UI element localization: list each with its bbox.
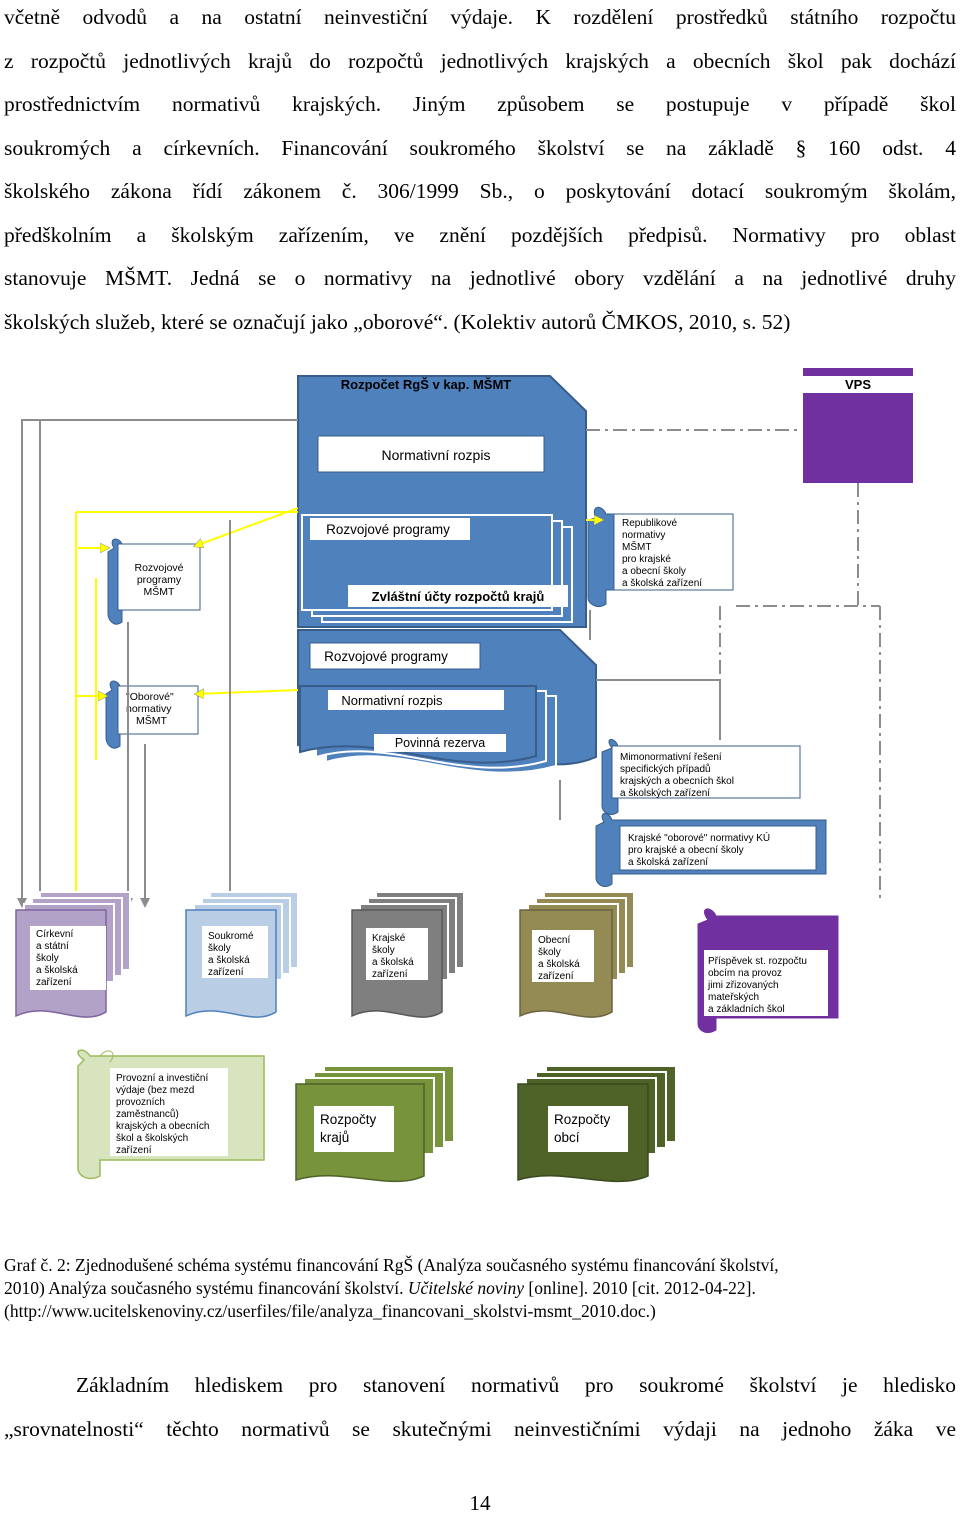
republikove-normativy-box: Republikové normativy MŠMT pro krajské a… — [587, 506, 734, 607]
svg-text:normativy: normativy — [622, 530, 665, 541]
svg-text:a základních škol: a základních škol — [708, 1004, 785, 1015]
svg-text:Provozní a investiční: Provozní a investiční — [116, 1073, 208, 1084]
provozni-vydaje-doc: Provozní a investiční výdaje (bez mezd p… — [77, 1049, 265, 1180]
mimonormativni-box: Mimonormativní řešení specifických přípa… — [601, 739, 801, 815]
svg-text:Rozpočty: Rozpočty — [320, 1112, 377, 1127]
svg-text:Republikové: Republikové — [622, 518, 677, 529]
obecni-skoly-doc: Obecní školy a školská zařízení — [519, 891, 635, 1018]
svg-text:"Oborové": "Oborové" — [126, 691, 174, 703]
svg-text:zaměstnanců): zaměstnanců) — [116, 1108, 179, 1120]
svg-text:a školská: a školská — [36, 965, 78, 976]
svg-text:Zvláštní účty rozpočtů krajů: Zvláštní účty rozpočtů krajů — [372, 589, 545, 604]
caption-line: (http://www.ucitelskenoviny.cz/userfiles… — [4, 1301, 656, 1321]
top-paragraph: včetně odvodů a na ostatní neinvestiční … — [4, 0, 956, 344]
svg-text:Mimonormativní řešení: Mimonormativní řešení — [620, 752, 722, 763]
svg-text:Rozvojové: Rozvojové — [134, 562, 183, 574]
svg-text:zařízení: zařízení — [36, 977, 72, 988]
svg-text:Církevní: Církevní — [36, 929, 73, 940]
svg-text:krajů: krajů — [320, 1130, 349, 1145]
text-line: z rozpočtů jednotlivých krajů do rozpočt… — [4, 48, 956, 73]
financing-diagram: Rozpočet RgŠ v kap. MŠMT Normativní rozp… — [15, 368, 913, 1183]
figure-caption: Graf č. 2: Zjednodušené schéma systému f… — [4, 1254, 956, 1323]
rozpocty-kraju-doc: Rozpočty krajů — [295, 1065, 455, 1183]
text-line: školského zákona řídí zákonem č. 306/199… — [4, 179, 956, 203]
svg-text:a státní: a státní — [36, 941, 69, 952]
svg-text:Rozpočty: Rozpočty — [554, 1112, 611, 1127]
normativni-rozpis-mid-stack: Normativní rozpis Povinná rezerva — [299, 685, 557, 774]
svg-text:MŠMT: MŠMT — [136, 714, 167, 727]
text-line: Základním hlediskem pro stanovení normat… — [76, 1373, 956, 1397]
text-line: stanovuje MŠMT. Jedná se o normativy na … — [4, 266, 956, 290]
soukrome-skoly-doc: Soukromé školy a školská zařízení — [185, 891, 299, 1018]
zvlastni-ucty-stack: Rozvojové programy Zvláštní účty rozpočt… — [301, 514, 573, 623]
svg-text:normativy: normativy — [126, 703, 172, 715]
yellow-lines — [75, 511, 298, 910]
vps-box: VPS — [803, 368, 913, 483]
text-line: včetně odvodů a na ostatní neinvestiční … — [4, 5, 956, 29]
yellow-arrows — [76, 507, 602, 696]
svg-text:školy: školy — [36, 953, 59, 964]
svg-text:Krajské "oborové" normativy KÚ: Krajské "oborové" normativy KÚ — [628, 831, 770, 844]
svg-text:Obecní: Obecní — [538, 935, 570, 946]
rozvojove-programy-msmt-box: Rozvojové programy MŠMT — [107, 538, 201, 625]
oborove-normativy-msmt-box: "Oborové" normativy MŠMT — [105, 680, 199, 749]
svg-text:a obecní školy: a obecní školy — [622, 566, 686, 577]
svg-text:a školských zařízení: a školských zařízení — [620, 788, 710, 799]
svg-text:mateřských: mateřských — [708, 992, 759, 1003]
svg-text:školy: školy — [208, 943, 231, 954]
svg-text:Rozvojové programy: Rozvojové programy — [326, 522, 450, 537]
svg-text:výdaje (bez mezd: výdaje (bez mezd — [116, 1085, 194, 1096]
header-left-label: Rozpočet RgŠ v kap. MŠMT — [341, 377, 512, 392]
normativni-rozpis-top-box: Normativní rozpis — [317, 435, 545, 473]
svg-text:MŠMT: MŠMT — [144, 585, 175, 598]
svg-text:a školská: a školská — [372, 957, 414, 968]
svg-text:a školská zařízení: a školská zařízení — [622, 578, 702, 589]
svg-text:zařízení: zařízení — [538, 971, 574, 982]
svg-text:škol a školských: škol a školských — [116, 1133, 188, 1144]
svg-text:zařízení: zařízení — [372, 969, 408, 980]
svg-text:Rozvojové programy: Rozvojové programy — [324, 649, 448, 664]
header-right-label: VPS — [845, 377, 871, 392]
svg-text:MŠMT: MŠMT — [622, 540, 651, 553]
svg-text:pro krajské a obecní školy: pro krajské a obecní školy — [628, 845, 744, 856]
svg-text:programy: programy — [137, 574, 182, 586]
text-line: školských služeb, které se označují jako… — [4, 309, 791, 334]
cirkevni-skoly-doc: Církevní a státní školy a školská zaříze… — [15, 891, 131, 1018]
svg-text:Krajské: Krajské — [372, 933, 406, 944]
svg-text:pro krajské: pro krajské — [622, 554, 671, 565]
text-line: „srovnatelnosti“ těchto normativů se sku… — [4, 1416, 956, 1441]
krajske-skoly-doc: Krajské školy a školská zařízení — [351, 891, 465, 1018]
svg-text:zařízení: zařízení — [208, 967, 244, 978]
text-line: soukromých a církevních. Financování sou… — [4, 135, 956, 160]
svg-text:krajských a obecních: krajských a obecních — [116, 1121, 209, 1132]
svg-text:zařízení: zařízení — [116, 1145, 152, 1156]
page-number: 14 — [469, 1491, 491, 1515]
svg-text:a školská: a školská — [208, 955, 250, 966]
svg-text:a školská: a školská — [538, 959, 580, 970]
svg-text:Povinná rezerva: Povinná rezerva — [395, 736, 485, 750]
prispevek-doc: Příspěvek st. rozpočtu obcím na provoz j… — [697, 908, 839, 1033]
svg-text:Normativní rozpis: Normativní rozpis — [382, 447, 491, 463]
rozpocty-obci-doc: Rozpočty obcí — [517, 1065, 677, 1183]
text-line: prostřednictvím normativů krajských. Jin… — [4, 92, 956, 116]
caption-line: Graf č. 2: Zjednodušené schéma systému f… — [4, 1255, 779, 1275]
dash-dot-lines — [586, 429, 881, 902]
svg-text:obcím na provoz: obcím na provoz — [708, 968, 782, 979]
krajske-oborove-normativy-box: Krajské "oborové" normativy KÚ pro krajs… — [595, 813, 827, 887]
svg-text:provozních: provozních — [116, 1097, 165, 1108]
text-line: předškolním a školským zařízením, ve zně… — [4, 222, 956, 247]
svg-text:školy: školy — [538, 947, 561, 958]
svg-text:a školská zařízení: a školská zařízení — [628, 857, 708, 868]
caption-line: 2010) Analýza současného systému financo… — [4, 1278, 756, 1298]
svg-text:krajských a obecních škol: krajských a obecních škol — [620, 776, 734, 787]
svg-text:jimi zřizovaných: jimi zřizovaných — [707, 980, 779, 991]
svg-text:Příspěvek st. rozpočtu: Příspěvek st. rozpočtu — [708, 956, 807, 967]
svg-text:obcí: obcí — [554, 1130, 580, 1145]
bottom-paragraph: Základním hlediskem pro stanovení normat… — [4, 1364, 956, 1451]
svg-text:Normativní rozpis: Normativní rozpis — [341, 693, 443, 708]
svg-text:specifických případů: specifických případů — [620, 763, 711, 775]
svg-text:Soukromé: Soukromé — [208, 931, 254, 942]
svg-text:školy: školy — [372, 945, 395, 956]
